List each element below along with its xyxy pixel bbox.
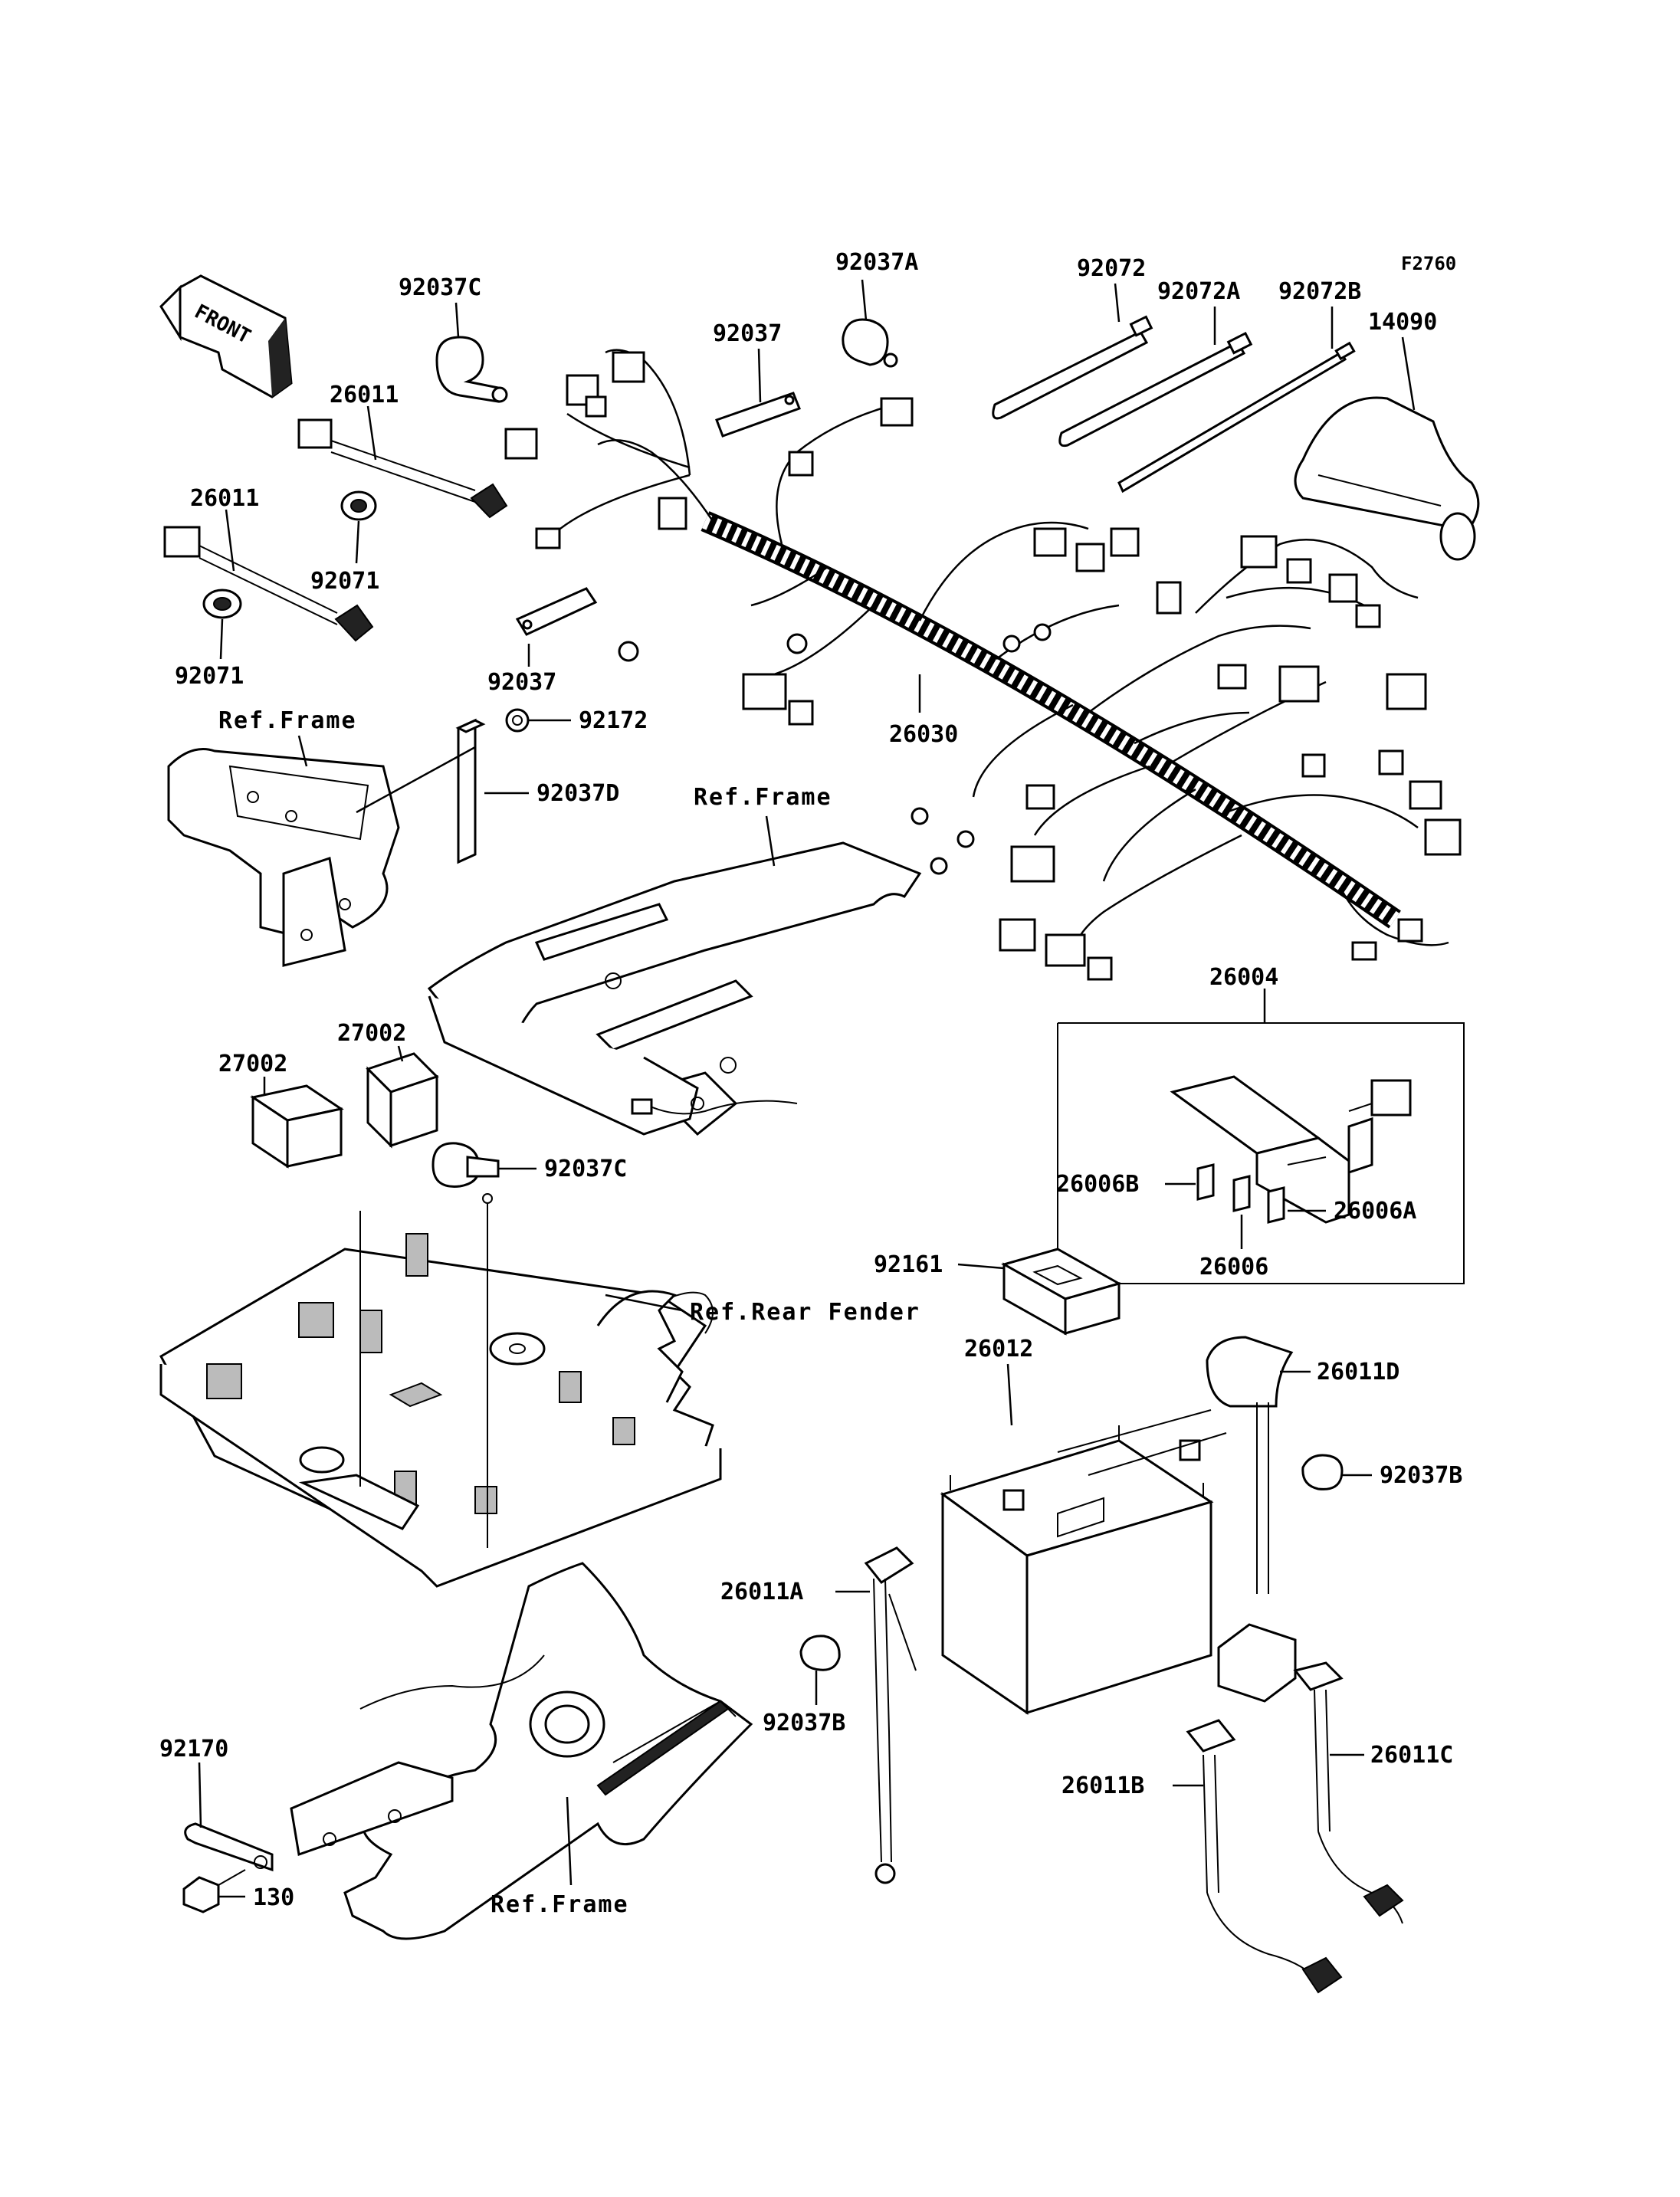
label-92072a: 92072A — [1157, 278, 1240, 305]
ref-frame-middle: Ref.Frame — [694, 784, 832, 811]
label-130: 130 — [253, 1884, 294, 1911]
band-92037-mid — [515, 587, 598, 636]
box-92161 — [1001, 1248, 1122, 1336]
label-92037-mid: 92037 — [487, 669, 556, 696]
lead-26011c — [1293, 1661, 1404, 1924]
label-26011a: 26011A — [720, 1579, 803, 1605]
lead-26011-lower — [163, 526, 374, 642]
grommet-92071-upper — [340, 490, 377, 521]
label-14090: 14090 — [1368, 309, 1437, 336]
clamp-92037a — [842, 318, 898, 368]
lead-26011b — [1186, 1719, 1343, 1994]
relay-27002-right — [366, 1052, 439, 1149]
label-26006a: 26006A — [1334, 1198, 1416, 1225]
label-26011c: 26011C — [1370, 1742, 1453, 1769]
label-92037c-top: 92037C — [399, 274, 481, 301]
screw-92172 — [505, 708, 530, 733]
ref-rear-fender: Ref.Rear Fender — [690, 1299, 920, 1326]
frame-middle — [427, 841, 922, 1136]
bracket-92170 — [184, 1822, 274, 1872]
label-27002-left: 27002 — [218, 1051, 287, 1077]
front-arrow-icon: FRONT — [159, 274, 293, 398]
cable-tie-92072 — [992, 315, 1153, 420]
label-92161: 92161 — [874, 1251, 943, 1278]
ref-frame-bottom: Ref.Frame — [491, 1891, 629, 1918]
label-92071-upper: 92071 — [310, 568, 379, 595]
label-26011-upper: 26011 — [330, 382, 399, 408]
label-27002-right: 27002 — [337, 1020, 406, 1047]
main-harness-26030 — [504, 349, 1462, 981]
lead-26011a — [864, 1546, 917, 1884]
label-26006b: 26006B — [1056, 1171, 1139, 1198]
band-92037-top — [715, 392, 801, 438]
label-92037-top: 92037 — [713, 320, 782, 347]
relay-27002-left — [250, 1084, 344, 1169]
label-26012: 26012 — [964, 1336, 1033, 1362]
rear-fender-tray — [159, 1203, 722, 1588]
frame-bottom — [290, 1562, 753, 1940]
diagram-code: F2760 — [1401, 253, 1456, 274]
cable-tie-92072b — [1117, 341, 1356, 494]
ref-frame-left: Ref.Frame — [218, 707, 357, 734]
lead-26011-upper — [297, 418, 508, 519]
clamp-92037c-top — [435, 336, 508, 403]
bracket-92037d — [455, 718, 486, 864]
label-26004: 26004 — [1209, 964, 1278, 991]
label-92170: 92170 — [159, 1736, 228, 1763]
label-26011-lower: 26011 — [190, 485, 259, 512]
lead-26011d — [1206, 1336, 1297, 1703]
label-26006: 26006 — [1199, 1254, 1268, 1280]
label-92072b: 92072B — [1278, 278, 1361, 305]
clamp-92037c-mid — [431, 1142, 500, 1204]
label-92037b-left: 92037B — [763, 1710, 845, 1736]
clamp-92037b-left — [799, 1635, 841, 1671]
label-26011b: 26011B — [1061, 1772, 1144, 1799]
frame-left — [167, 748, 400, 967]
label-26030: 26030 — [889, 721, 958, 748]
label-92072: 92072 — [1077, 255, 1146, 282]
label-92037b-right: 92037B — [1380, 1462, 1462, 1489]
cover-14090 — [1294, 396, 1480, 561]
label-92037a: 92037A — [835, 249, 918, 276]
label-92172: 92172 — [579, 707, 648, 734]
label-26011d: 26011D — [1317, 1359, 1399, 1385]
fuse-box-group — [1057, 989, 1465, 1284]
grommet-92071-lower — [202, 589, 242, 619]
label-92037c-mid: 92037C — [544, 1156, 627, 1182]
battery-26012 — [940, 1409, 1227, 1715]
clamp-92037b-right — [1301, 1454, 1344, 1490]
label-92071-lower: 92071 — [175, 663, 244, 690]
label-92037d: 92037D — [536, 780, 619, 807]
cable-tie-92072a — [1058, 331, 1253, 448]
bolt-130 — [182, 1869, 246, 1913]
